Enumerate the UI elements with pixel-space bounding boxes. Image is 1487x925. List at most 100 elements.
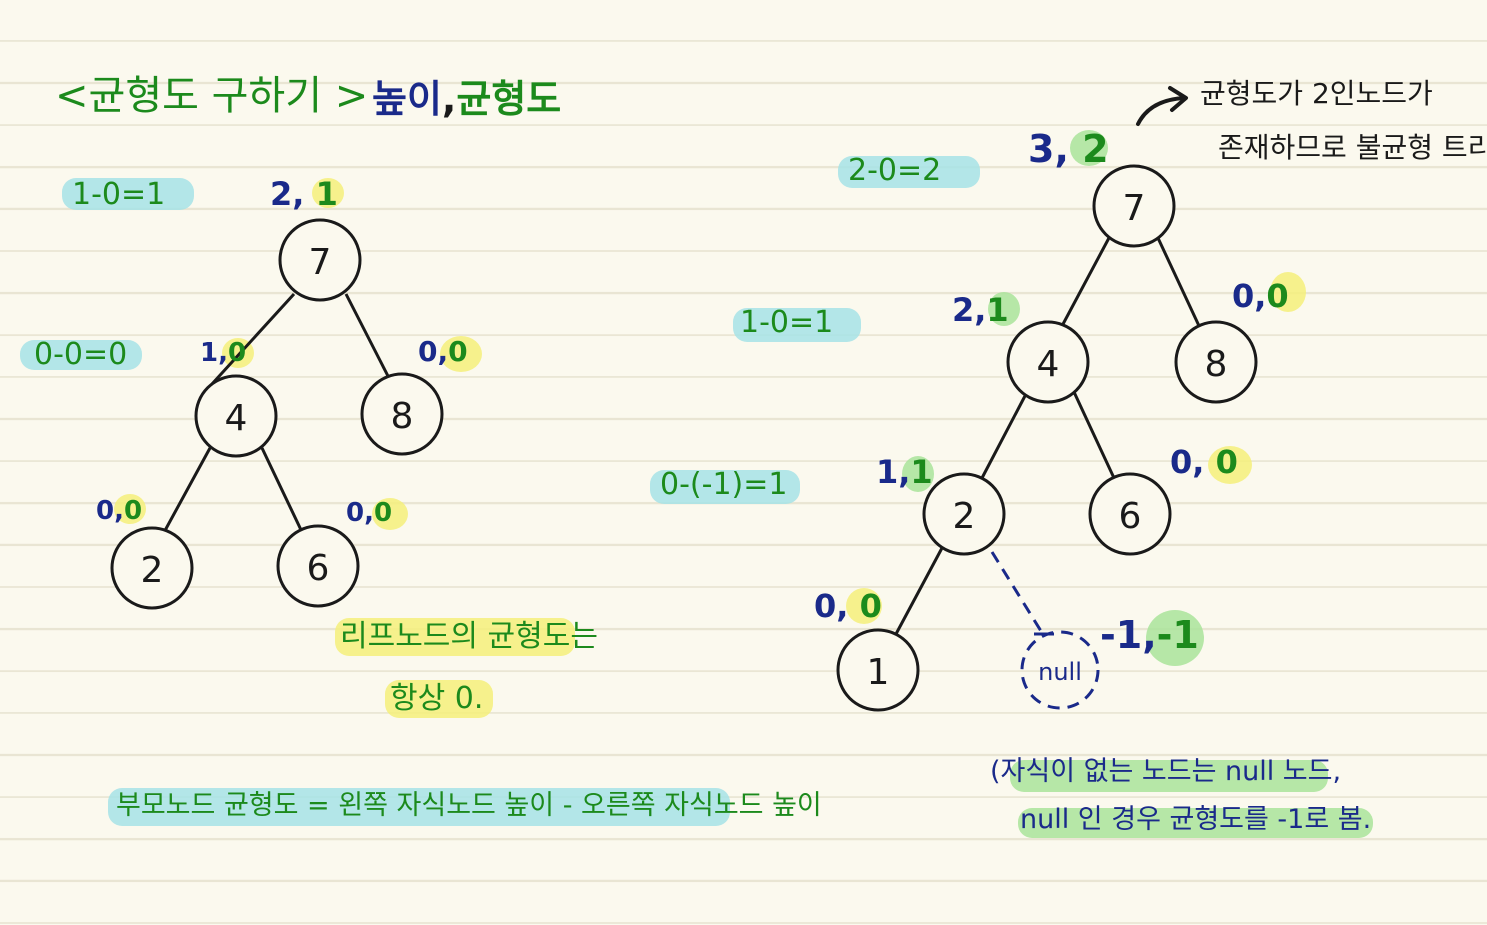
left-node-6: 6: [276, 524, 360, 608]
left-n7-annotation: 2, 1: [270, 175, 338, 213]
right-node-2: 2: [922, 472, 1006, 556]
null-note-line2: null 인 경우 균형도를 -1로 봄.: [1020, 804, 1372, 835]
right-node-1-label: 1: [867, 652, 890, 693]
right-node-4: 4: [1006, 320, 1090, 404]
highlight-left-n6-balance: [372, 498, 408, 530]
right-n2-height: 1: [876, 453, 899, 491]
edge-right-7-8: [1156, 237, 1202, 329]
edge-right-4-6: [1072, 391, 1116, 479]
right-nnull-annotation: -1,-1: [1100, 613, 1199, 657]
highlight-left-n7-balance: [312, 178, 344, 208]
highlight-calc-right-level1: [733, 308, 861, 342]
highlight-right-n8-balance: [1270, 272, 1306, 312]
highlight-right-n2-balance: [902, 456, 934, 492]
right-node-null-label: null: [1038, 658, 1082, 686]
balance-formula: 부모노드 균형도 = 왼쪽 자식노드 높이 - 오른쪽 자식노드 높이: [116, 790, 822, 821]
right-node-1: 1: [836, 628, 920, 712]
legend: 높이,균형도: [372, 80, 561, 118]
right-n8-annotation: 0,0: [1232, 277, 1289, 315]
arrow-imbalance-note: [1136, 96, 1186, 126]
edge-right-7-4: [1060, 235, 1112, 327]
imbalance-note-line2: 존재하므로 불균형 트리: [1218, 131, 1487, 164]
legend-separator: ,: [441, 77, 457, 121]
right-node-7-label: 7: [1123, 188, 1146, 229]
right-n2-annotation: 1,1: [876, 453, 933, 491]
right-nnull-height: -1: [1100, 613, 1143, 657]
right-node-4-label: 4: [1037, 344, 1060, 385]
imbalance-note-line1: 균형도가 2인노드가: [1200, 77, 1433, 110]
legend-balance-label: 균형도: [456, 77, 562, 121]
left-node-8-label: 8: [391, 396, 414, 437]
right-calc-level1: 1-0=1: [740, 305, 834, 340]
right-nnull-balance: -1: [1156, 613, 1199, 657]
arrow-imbalance-head: [1168, 86, 1188, 112]
left-n6-annotation: 0,0: [346, 498, 393, 528]
highlight-calc-left-root: [62, 178, 194, 210]
right-n1-annotation: 0, 0: [814, 587, 882, 625]
highlight-left-n8-balance: [440, 336, 482, 372]
left-n2-height: 0: [96, 496, 115, 526]
right-node-7: 7: [1092, 164, 1176, 248]
left-node-6-label: 6: [307, 548, 330, 589]
edge-left-7-4: [210, 292, 296, 386]
highlight-right-n6-balance: [1208, 446, 1252, 484]
highlight-right-nnull-balance: [1146, 610, 1204, 666]
right-n6-balance: 0: [1215, 443, 1238, 481]
right-n1-balance: 0: [859, 587, 882, 625]
right-node-6: 6: [1088, 472, 1172, 556]
left-n6-balance: 0: [373, 498, 393, 528]
highlight-left-n2-balance: [114, 494, 146, 524]
edge-left-7-8: [344, 293, 392, 381]
left-node-7-label: 7: [309, 242, 332, 283]
highlight-calc-right-root: [838, 156, 980, 188]
left-node-7: 7: [278, 218, 362, 302]
left-n2-annotation: 0,0: [96, 496, 143, 526]
left-n4-height: 1: [200, 338, 219, 368]
left-node-2: 2: [110, 526, 194, 610]
highlight-calc-left-level1: [20, 340, 142, 370]
highlight-right-n4-balance: [988, 292, 1020, 326]
left-n8-balance: 0: [448, 335, 468, 368]
left-node-4-label: 4: [225, 398, 248, 439]
right-n7-balance: 2: [1082, 127, 1109, 171]
left-n6-height: 0: [346, 498, 365, 528]
page-title: <균형도 구하기 >: [55, 73, 369, 119]
left-calc-root: 1-0=1: [72, 177, 166, 212]
right-n7-height: 3: [1028, 127, 1055, 171]
highlight-right-n1-balance: [846, 588, 882, 624]
highlight-calc-right-level2: [650, 470, 800, 504]
right-node-2-label: 2: [953, 496, 976, 537]
right-n6-annotation: 0, 0: [1170, 443, 1238, 481]
leaf-note-line2: 항상 0.: [390, 681, 484, 716]
null-note-line1: (자식이 없는 노드는 null 노드,: [990, 756, 1342, 787]
edge-right-4-2: [980, 393, 1028, 479]
right-n4-balance: 1: [986, 291, 1009, 329]
highlight-null-note-1: [1010, 760, 1328, 792]
edge-right-2-null: [990, 551, 1046, 637]
left-n7-height: 2: [270, 175, 293, 213]
left-n4-annotation: 1,0: [200, 338, 247, 368]
right-node-8-label: 8: [1205, 344, 1228, 385]
right-node-8: 8: [1174, 320, 1258, 404]
right-n2-balance: 1: [910, 453, 933, 491]
edge-right-2-1: [894, 547, 944, 635]
edge-left-4-6: [260, 447, 304, 533]
right-n1-height: 0: [814, 587, 837, 625]
right-calc-level2: 0-(-1)=1: [660, 467, 788, 502]
right-n8-height: 0: [1232, 277, 1255, 315]
left-n8-annotation: 0,0: [418, 335, 468, 368]
highlight-formula: [108, 788, 730, 826]
highlight-right-n7-balance: [1070, 130, 1108, 166]
left-n8-height: 0: [418, 335, 438, 368]
highlight-leaf-note-2: [385, 680, 493, 718]
legend-height-label: 높이: [372, 77, 442, 121]
left-n4-balance: 0: [227, 338, 247, 368]
right-n7-annotation: 3, 2: [1028, 127, 1109, 171]
highlight-leaf-note-1: [335, 618, 575, 656]
highlight-null-note-2: [1018, 808, 1373, 838]
right-n4-height: 2: [952, 291, 975, 329]
edge-left-4-2: [160, 447, 212, 537]
right-node-null: null: [1020, 630, 1100, 710]
right-calc-root: 2-0=2: [848, 153, 942, 188]
